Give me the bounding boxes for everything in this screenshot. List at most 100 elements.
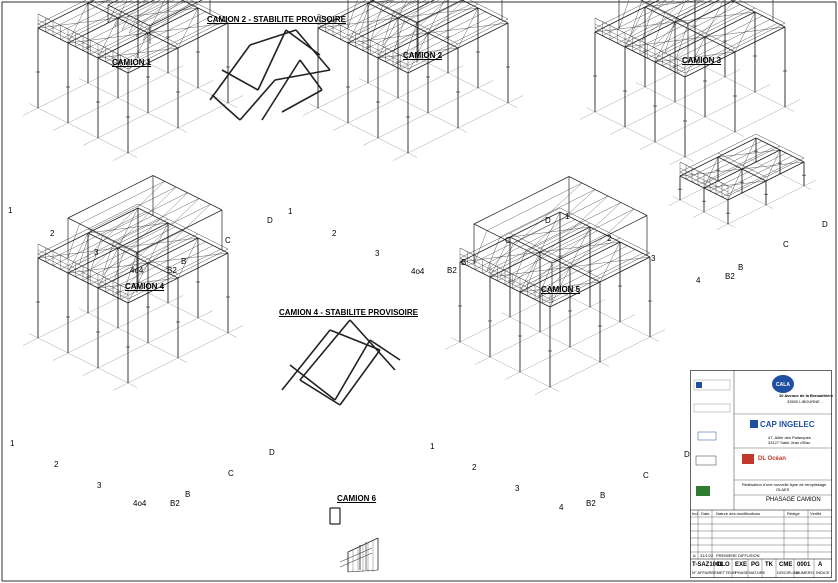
structure-line <box>170 249 221 275</box>
structure-line <box>102 240 115 276</box>
structure-line <box>128 0 172 34</box>
structure-line <box>75 251 126 277</box>
axis-2: 2 <box>54 460 59 469</box>
structure-line <box>679 167 729 193</box>
structure-line <box>393 0 417 12</box>
structure-line <box>703 156 719 189</box>
col-redige: Rédigé <box>787 511 800 516</box>
structure-line <box>67 2 89 44</box>
structure-line <box>692 168 792 218</box>
structure-line <box>716 180 816 230</box>
code-indice: A <box>818 562 823 568</box>
axis-3: 3 <box>94 248 99 257</box>
structure-line <box>517 215 568 241</box>
project-description: Réalisation d'une nouvelle ligne de remp… <box>742 482 827 487</box>
structure-line <box>519 251 541 293</box>
structure-line <box>128 0 161 16</box>
structure-line <box>497 255 548 281</box>
structure-line <box>538 208 635 297</box>
structure-line <box>79 181 165 224</box>
structure-line <box>676 0 713 18</box>
structure-line <box>114 0 149 27</box>
axis-2: 2 <box>332 229 337 238</box>
structure-line <box>67 232 89 274</box>
structure-line <box>677 48 728 74</box>
rev-date: 31/1/22 <box>700 553 714 558</box>
structure-line <box>685 57 795 112</box>
structure-line <box>299 59 323 91</box>
structure-line <box>82 310 214 376</box>
structure-line <box>135 0 183 38</box>
structure-line <box>79 229 92 264</box>
structure-line <box>117 207 139 249</box>
structure-line <box>105 266 156 292</box>
structure-line <box>359 0 372 34</box>
structure-line <box>499 189 596 238</box>
structure-line <box>112 325 244 391</box>
axis-3: 3 <box>651 254 656 263</box>
code-numero: 0001 <box>797 562 811 568</box>
structure-line <box>87 0 114 4</box>
structure-line <box>687 0 736 24</box>
structure-line <box>509 232 601 279</box>
structure-line <box>102 192 188 236</box>
structure-line <box>110 219 161 245</box>
structure-line <box>390 0 420 15</box>
side-logo-icon <box>697 431 717 441</box>
structure-line <box>127 262 149 304</box>
structure-line <box>664 0 690 13</box>
structure-line <box>79 181 165 264</box>
structure-line <box>512 249 527 284</box>
structure-line <box>504 314 636 380</box>
structure-line <box>113 198 200 282</box>
structure-line <box>89 0 179 45</box>
structure-line <box>102 192 188 276</box>
structure-line <box>644 2 736 49</box>
structure-line <box>82 80 214 146</box>
col-verifie: Vérifié <box>810 511 822 516</box>
structure-line <box>609 69 741 135</box>
structure-line <box>676 0 737 58</box>
structure-line <box>289 364 336 401</box>
structure-line <box>551 215 648 264</box>
structure-line <box>635 82 745 137</box>
structure-line <box>759 158 799 179</box>
structure-line <box>734 11 756 53</box>
axis-b2: B2 <box>725 272 735 281</box>
company-address-2: 33127 Saint Jean d'Illac <box>768 440 811 445</box>
structure-line <box>549 266 571 308</box>
structure-line <box>499 243 514 278</box>
structure-line <box>382 10 395 46</box>
axis-1: 1 <box>565 212 570 221</box>
structure-line <box>60 14 111 40</box>
structure-line <box>709 171 749 192</box>
structure-line <box>420 4 471 30</box>
structure-line <box>128 283 238 338</box>
structure-line <box>22 280 154 346</box>
structure-line <box>317 0 367 25</box>
structure-line <box>632 25 683 51</box>
structure-line <box>585 107 695 162</box>
axis-b2: B2 <box>586 499 596 508</box>
structure-line <box>486 182 583 231</box>
structure-line <box>28 333 138 388</box>
structure-line <box>721 177 761 198</box>
structure-line <box>653 0 702 47</box>
structure-line <box>594 17 686 64</box>
structure-line <box>367 0 394 4</box>
structure-line <box>538 262 553 297</box>
structure-line <box>765 149 781 182</box>
structure-line <box>393 16 406 52</box>
structure-line <box>512 195 609 284</box>
structure-line <box>28 103 138 158</box>
axis-b2: B2 <box>447 266 457 275</box>
structure-line <box>416 0 463 23</box>
structure-line <box>662 40 713 66</box>
structure-line <box>467 240 518 266</box>
structure-line <box>52 295 184 361</box>
col-ind: Ind. <box>692 511 699 516</box>
structure-line <box>712 15 763 41</box>
structure-line <box>542 278 593 304</box>
structure-line <box>382 0 405 11</box>
